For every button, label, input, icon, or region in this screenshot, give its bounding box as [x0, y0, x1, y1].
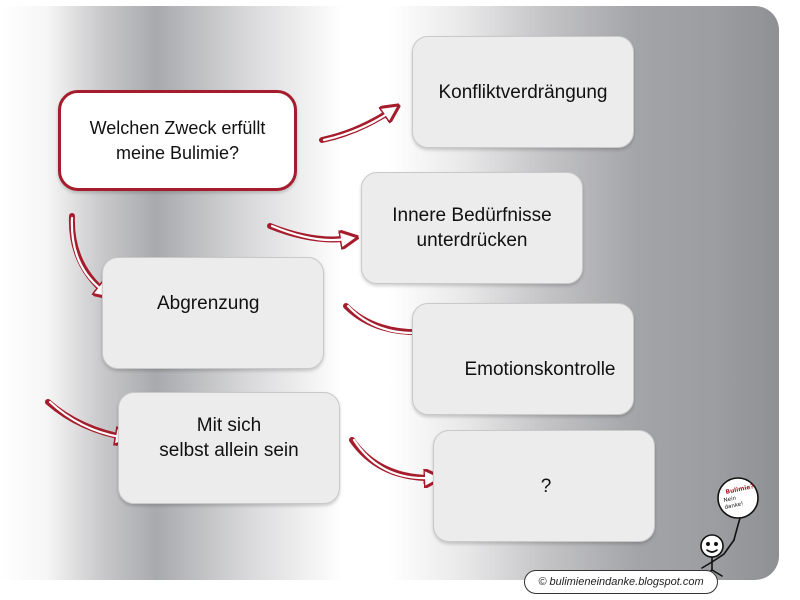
stick-figure-logo: Bulimie? Nein danke!: [700, 477, 759, 577]
answer-text: Innere Bedürfnisse unterdrücken: [392, 205, 552, 251]
question-text: Welchen Zweck erfüllt meine Bulimie?: [89, 117, 266, 163]
answer-box-konfliktverdraengung: Konfliktverdrängung: [412, 36, 634, 148]
arrow-to-allein: [45, 399, 128, 438]
copyright-credit: © bulimieneindanke.blogspot.com: [524, 570, 718, 594]
answer-box-abgrenzung: Abgrenzung: [102, 257, 324, 369]
answer-text: Konfliktverdrängung: [438, 81, 608, 103]
answer-box-emotionskontrolle: Emotionskontrolle: [412, 303, 634, 415]
answer-box-allein: Mit sich selbst allein sein: [118, 392, 340, 504]
answer-text: Abgrenzung: [157, 292, 260, 314]
answer-text: ?: [540, 475, 552, 497]
credit-text: © bulimieneindanke.blogspot.com: [538, 576, 704, 588]
svg-text:danke!: danke!: [724, 501, 744, 511]
answer-box-beduerfnisse: Innere Bedürfnisse unterdrücken: [361, 172, 583, 284]
question-box: Welchen Zweck erfüllt meine Bulimie?: [58, 90, 297, 191]
answer-text: Emotionskontrolle: [464, 358, 616, 380]
svg-text:Nein: Nein: [723, 495, 737, 504]
arrow-to-konfliktverdraengung: [319, 108, 395, 143]
answer-text: Mit sich selbst allein sein: [159, 415, 299, 461]
answer-box-unknown: ?: [433, 430, 655, 542]
